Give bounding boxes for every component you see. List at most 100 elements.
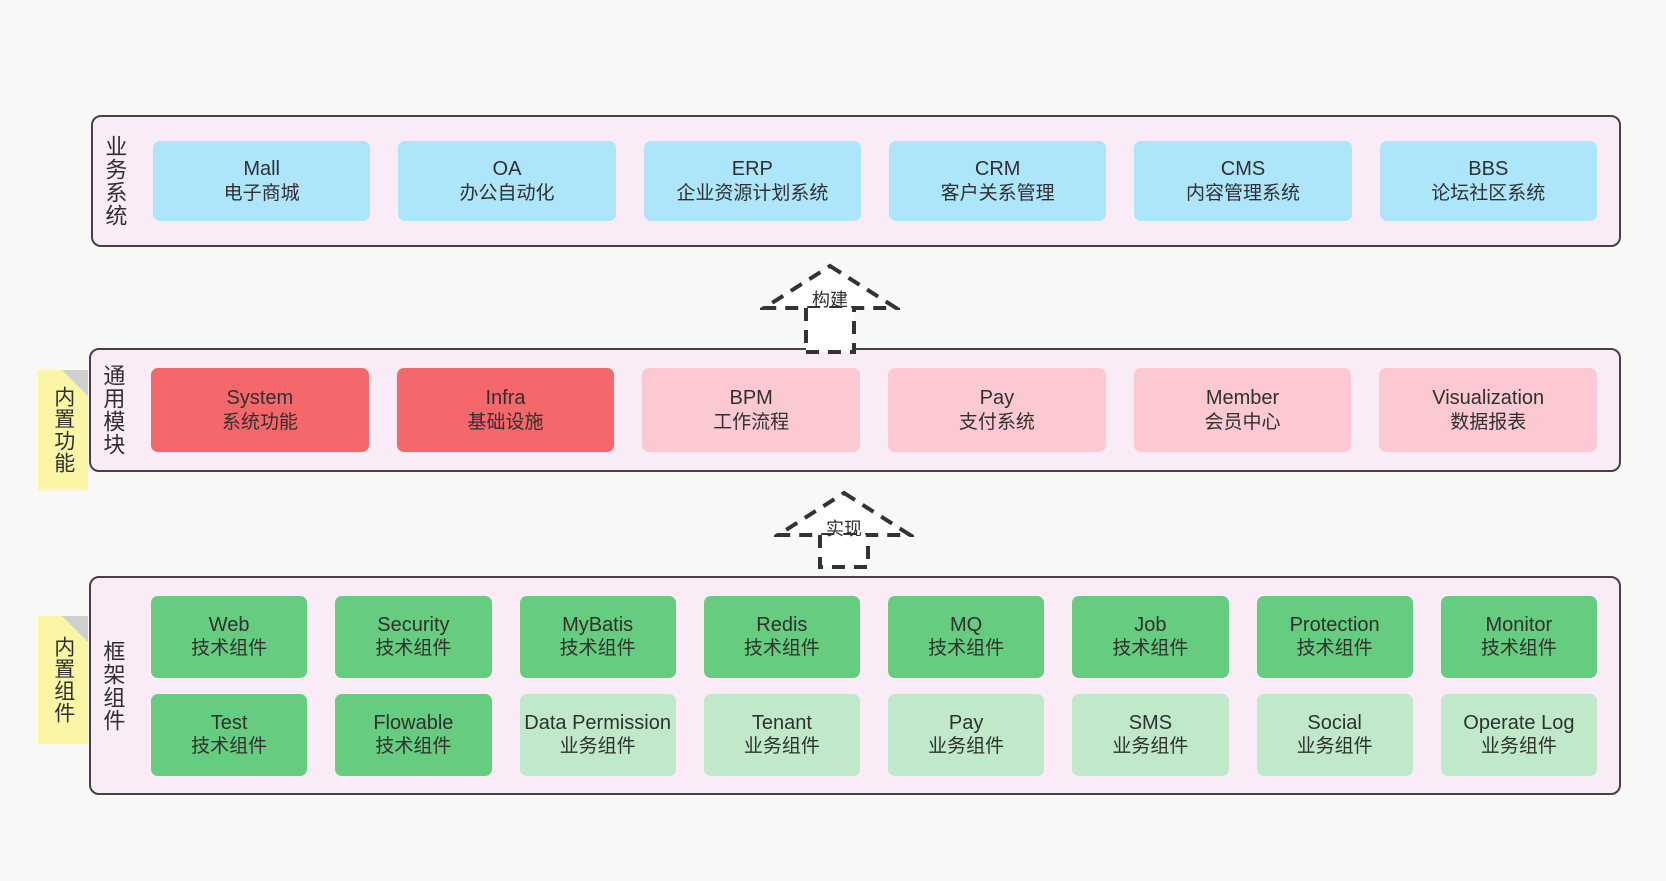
card-title: Redis (756, 613, 808, 636)
card-title: Job (1134, 613, 1167, 636)
card-title: Flowable (373, 711, 454, 734)
card-title: Visualization (1432, 387, 1545, 410)
card-subtitle: 技术组件 (375, 638, 452, 660)
card-visualization[interactable]: Visualization 数据报表 (1379, 368, 1598, 452)
card-web[interactable]: Web 技术组件 (151, 595, 308, 678)
layer-framework-components-body: Web 技术组件 Security 技术组件 MyBatis 技术组件 Redi… (133, 578, 1619, 793)
card-subtitle: 论坛社区系统 (1431, 182, 1546, 204)
card-subtitle: 系统功能 (221, 411, 298, 433)
card-subtitle: 业务组件 (743, 736, 820, 758)
arrow-build-label: 构建 (812, 290, 848, 310)
card-subtitle: 客户关系管理 (940, 182, 1055, 204)
card-system[interactable]: System 系统功能 (151, 368, 369, 452)
card-pay-business[interactable]: Pay 业务组件 (888, 693, 1045, 776)
card-member[interactable]: Member 会员中心 (1133, 368, 1352, 452)
arrow-implement: 实现 (771, 489, 917, 569)
card-security[interactable]: Security 技术组件 (335, 595, 492, 678)
page-fold-icon (62, 616, 88, 642)
card-job[interactable]: Job 技术组件 (1072, 595, 1229, 678)
framework-row-technical: Web 技术组件 Security 技术组件 MyBatis 技术组件 Redi… (137, 595, 1611, 678)
card-bbs[interactable]: BBS 论坛社区系统 (1379, 141, 1597, 221)
arrow-build: 构建 (757, 262, 903, 354)
card-title: BBS (1468, 158, 1509, 181)
card-title: ERP (731, 158, 773, 181)
card-bpm[interactable]: BPM 工作流程 (642, 368, 861, 452)
card-title: System (226, 387, 294, 410)
card-subtitle: 业务组件 (928, 736, 1005, 758)
card-title: Test (210, 711, 248, 734)
card-data-permission[interactable]: Data Permission 业务组件 (519, 693, 676, 776)
card-operate-log[interactable]: Operate Log 业务组件 (1440, 693, 1597, 776)
card-subtitle: 技术组件 (1480, 638, 1557, 660)
card-oa[interactable]: OA 办公自动化 (398, 141, 616, 221)
card-mybatis[interactable]: MyBatis 技术组件 (519, 595, 676, 678)
card-mall[interactable]: Mall 电子商城 (153, 141, 371, 221)
layer-business-systems-title: 业务系统 (102, 135, 128, 227)
card-test[interactable]: Test 技术组件 (151, 693, 308, 776)
card-title: Protection (1289, 613, 1380, 636)
card-social[interactable]: Social 业务组件 (1256, 693, 1413, 776)
card-title: Pay (979, 387, 1015, 410)
card-subtitle: 业务组件 (559, 736, 636, 758)
card-subtitle: 技术组件 (928, 638, 1005, 660)
card-title: MyBatis (562, 613, 634, 636)
card-title: MQ (950, 613, 983, 636)
card-mq[interactable]: MQ 技术组件 (888, 595, 1045, 678)
card-cms[interactable]: CMS 内容管理系统 (1134, 141, 1352, 221)
layer-common-modules-title: 通用模块 (100, 364, 126, 456)
card-title: Security (377, 613, 450, 636)
card-title: Pay (948, 711, 984, 734)
card-subtitle: 内容管理系统 (1185, 182, 1300, 204)
card-subtitle: 企业资源计划系统 (676, 182, 829, 204)
card-title: Monitor (1485, 613, 1553, 636)
card-title: Infra (485, 387, 526, 410)
layer-framework-components: 框架组件 Web 技术组件 Security 技术组件 MyBatis 技术组件… (89, 576, 1621, 795)
sticky-note-label: 内置功能 (51, 386, 75, 474)
card-pay[interactable]: Pay 支付系统 (888, 368, 1106, 452)
card-subtitle: 支付系统 (958, 411, 1035, 433)
card-title: Social (1307, 711, 1362, 734)
card-crm[interactable]: CRM 客户关系管理 (888, 141, 1107, 221)
card-title: Member (1205, 387, 1280, 410)
card-subtitle: 技术组件 (191, 736, 268, 758)
card-title: Data Permission (524, 711, 671, 734)
card-title: OA (492, 158, 522, 181)
card-infra[interactable]: Infra 基础设施 (396, 368, 615, 452)
layer-common-modules-body: System 系统功能 Infra 基础设施 BPM 工作流程 Pay 支付系统… (133, 350, 1619, 470)
card-subtitle: 技术组件 (743, 638, 820, 660)
card-redis[interactable]: Redis 技术组件 (703, 595, 860, 678)
card-title: Operate Log (1463, 711, 1575, 734)
card-subtitle: 业务组件 (1480, 736, 1557, 758)
card-flowable[interactable]: Flowable 技术组件 (335, 693, 492, 776)
arrow-build-icon (757, 263, 903, 354)
card-monitor[interactable]: Monitor 技术组件 (1440, 595, 1597, 678)
framework-row-business: Test 技术组件 Flowable 技术组件 Data Permission … (137, 693, 1611, 776)
card-subtitle: 技术组件 (191, 638, 268, 660)
layer-framework-components-title: 框架组件 (100, 639, 126, 732)
card-sms[interactable]: SMS 业务组件 (1072, 693, 1229, 776)
arrow-implement-icon (771, 490, 917, 569)
card-title: Tenant (751, 711, 812, 734)
card-subtitle: 技术组件 (1112, 638, 1189, 660)
card-title: Web (208, 613, 250, 636)
page-fold-icon (62, 370, 88, 396)
layer-common-modules: 通用模块 System 系统功能 Infra 基础设施 BPM 工作流程 Pay… (89, 348, 1621, 472)
card-protection[interactable]: Protection 技术组件 (1256, 595, 1413, 678)
card-tenant[interactable]: Tenant 业务组件 (703, 693, 860, 776)
arrow-implement-label: 实现 (826, 519, 862, 539)
layer-business-systems: 业务系统 Mall 电子商城 OA 办公自动化 ERP 企业资源计划系统 CRM… (91, 115, 1621, 247)
card-subtitle: 办公自动化 (459, 182, 555, 204)
card-subtitle: 工作流程 (713, 411, 790, 433)
card-title: SMS (1128, 711, 1173, 734)
card-subtitle: 技术组件 (375, 736, 452, 758)
card-subtitle: 数据报表 (1450, 411, 1527, 433)
card-title: Mall (243, 158, 280, 181)
card-erp[interactable]: ERP 企业资源计划系统 (643, 141, 861, 221)
card-title: CRM (974, 158, 1021, 181)
card-subtitle: 业务组件 (1112, 736, 1189, 758)
card-subtitle: 电子商城 (223, 182, 300, 204)
card-subtitle: 会员中心 (1204, 411, 1281, 433)
card-title: CMS (1220, 158, 1266, 181)
layer-business-systems-body: Mall 电子商城 OA 办公自动化 ERP 企业资源计划系统 CRM 客户关系… (135, 117, 1619, 245)
